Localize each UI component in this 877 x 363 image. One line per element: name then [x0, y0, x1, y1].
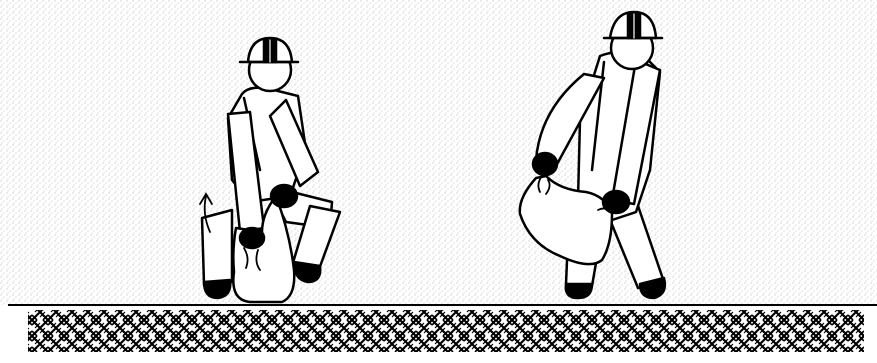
woven-ground-pattern	[28, 310, 864, 352]
stippled-background	[0, 0, 877, 305]
right-figure-foot-back	[566, 284, 592, 298]
ground	[0, 305, 877, 363]
right-figure-hand-back	[533, 153, 557, 175]
left-figure-hand-front	[240, 228, 264, 248]
left-figure-foot-back	[204, 280, 230, 298]
left-figure-hand-back	[271, 185, 297, 207]
right-figure-hand-front	[603, 191, 629, 213]
